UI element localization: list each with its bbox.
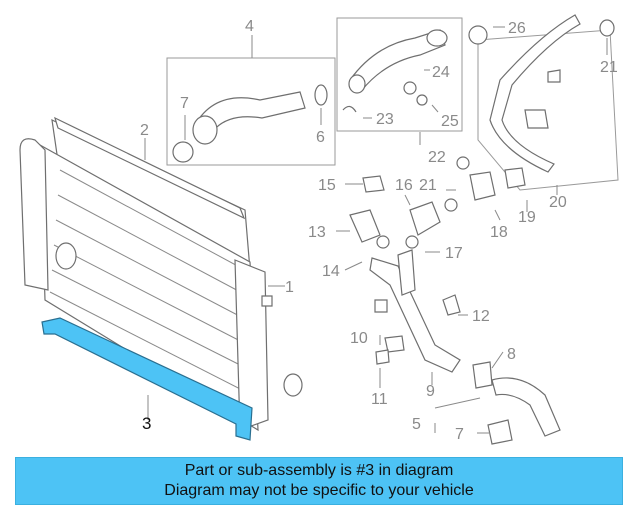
callout-1: 1: [285, 279, 294, 296]
callout-16: 16: [395, 177, 413, 194]
callout-8: 8: [507, 346, 516, 363]
callout-20: 20: [549, 194, 567, 211]
banner-line-1: Part or sub-assembly is #3 in diagram: [184, 462, 454, 479]
callout-9: 9: [426, 383, 435, 400]
callout-19: 19: [518, 209, 536, 226]
callout-17: 17: [445, 245, 463, 262]
group-box-20: [477, 29, 619, 191]
callout-15: 15: [318, 177, 336, 194]
callout-3: 3: [142, 414, 151, 433]
callout-12: 12: [472, 308, 490, 325]
callout-25: 25: [441, 113, 459, 130]
callout-13: 13: [308, 224, 326, 241]
banner-line-2: Diagram may not be specific to your vehi…: [164, 482, 474, 499]
callout-4: 4: [245, 18, 254, 35]
callout-22: 22: [428, 149, 446, 166]
callout-21b: 21: [600, 59, 618, 76]
callout-21a: 21: [419, 177, 437, 194]
callout-24: 24: [432, 64, 450, 81]
group-box-22: [336, 17, 463, 132]
callout-5: 5: [412, 416, 421, 433]
callout-7a: 7: [180, 95, 189, 112]
callout-23: 23: [376, 111, 394, 128]
callout-6: 6: [316, 129, 325, 146]
callout-14: 14: [322, 263, 340, 280]
callout-11: 11: [371, 391, 388, 408]
part-3-bracket[interactable]: [41, 317, 253, 441]
intercooler-assembly: [19, 116, 303, 432]
callout-18: 18: [490, 224, 508, 241]
parts-diagram: 1 2 3 4 5 6 7 7 8 9 10 11 12 13 14 15 16…: [19, 14, 619, 445]
callout-7b: 7: [455, 426, 464, 443]
callout-10: 10: [350, 330, 368, 347]
info-banner: Part or sub-assembly is #3 in diagram Di…: [15, 457, 623, 505]
callout-2: 2: [140, 122, 149, 139]
callout-26: 26: [508, 20, 526, 37]
group-box-4: [166, 57, 336, 166]
